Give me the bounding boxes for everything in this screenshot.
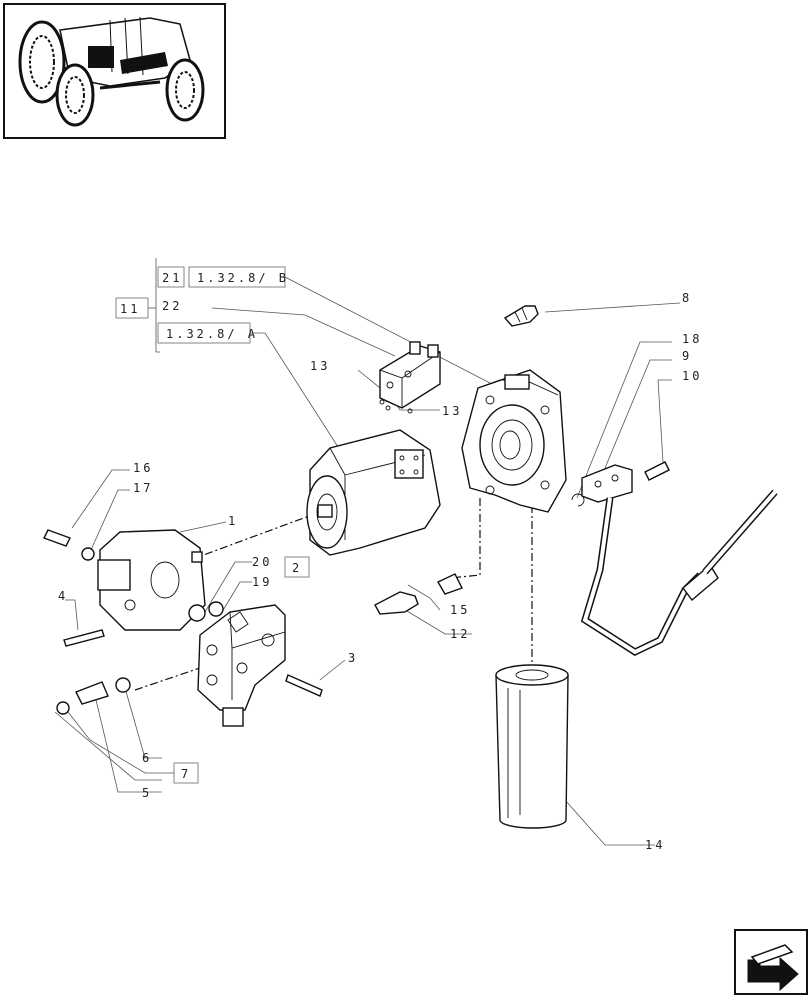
label-19: 19 bbox=[252, 575, 272, 589]
label-3: 3 bbox=[348, 651, 358, 665]
label-ref-a: 1.32.8/ A bbox=[166, 327, 258, 341]
label-1: 1 bbox=[228, 514, 238, 528]
assembly-axes bbox=[134, 498, 533, 691]
label-15: 15 bbox=[450, 603, 470, 617]
label-8: 8 bbox=[682, 291, 692, 305]
label-6: 6 bbox=[142, 751, 152, 765]
label-21: 21 bbox=[162, 271, 182, 285]
label-13b: 13 bbox=[442, 404, 462, 418]
small-parts bbox=[43, 461, 670, 715]
filter-cartridge-part-14 bbox=[495, 664, 569, 829]
gear-pump-part-1 bbox=[97, 529, 206, 631]
leader-lines bbox=[54, 276, 681, 846]
fitting-part-8 bbox=[503, 305, 539, 327]
label-5: 5 bbox=[142, 786, 152, 800]
label-4: 4 bbox=[58, 589, 68, 603]
label-13a: 13 bbox=[310, 359, 330, 373]
tractor-thumbnail-icon[interactable] bbox=[3, 3, 226, 139]
label-2: 2 bbox=[292, 561, 302, 575]
gear-housing-part-21 bbox=[461, 369, 567, 513]
label-11: 11 bbox=[120, 302, 140, 316]
label-7: 7 bbox=[181, 767, 191, 781]
label-14: 14 bbox=[645, 838, 665, 852]
label-ref-b: 1.32.8/ B bbox=[197, 271, 289, 285]
valve-block-part-22 bbox=[379, 341, 441, 414]
reference-bracket bbox=[115, 258, 310, 784]
label-10: 10 bbox=[682, 369, 702, 383]
label-9: 9 bbox=[682, 349, 692, 363]
valve-body bbox=[197, 604, 286, 727]
next-page-arrow-icon[interactable] bbox=[734, 929, 808, 995]
label-20: 20 bbox=[252, 555, 272, 569]
label-17: 17 bbox=[133, 481, 153, 495]
label-16: 16 bbox=[133, 461, 153, 475]
hydraulic-pump-assembly bbox=[306, 429, 441, 556]
part-number-labels: 21 1.32.8/ B 11 22 1.32.8/ A 8 13 13 18 … bbox=[58, 271, 702, 852]
label-18: 18 bbox=[682, 332, 702, 346]
label-12: 12 bbox=[450, 627, 470, 641]
label-22: 22 bbox=[162, 299, 182, 313]
pipe-assembly bbox=[580, 464, 778, 656]
